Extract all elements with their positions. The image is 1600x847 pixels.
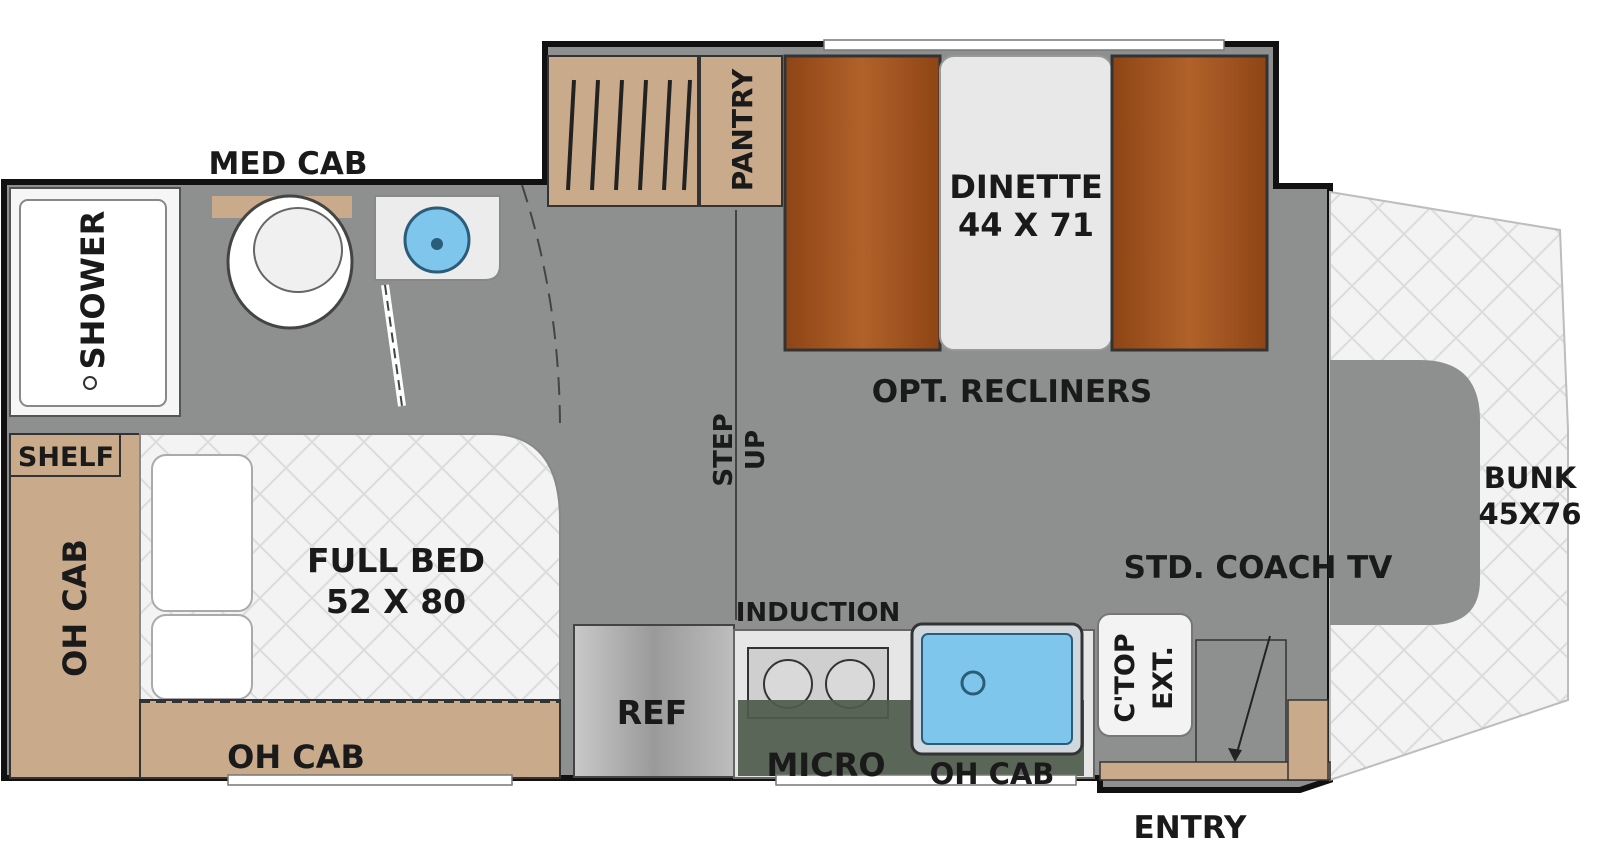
shelf <box>9 433 121 477</box>
bottom-oh-cab <box>139 699 561 779</box>
entry-door-cab <box>1287 699 1329 781</box>
label-micro: MICRO <box>766 746 885 784</box>
bath-door-swing <box>521 184 561 431</box>
label-dinette-size: 44 X 71 <box>958 206 1094 244</box>
kitchen <box>573 613 1331 781</box>
label-bunk-title: BUNK <box>1484 461 1578 495</box>
shower-pan <box>19 199 167 407</box>
label-full-bed-size: 52 X 80 <box>326 582 466 621</box>
label-bunk-size: 45X76 <box>1478 497 1581 531</box>
label-full-bed-title: FULL BED <box>307 541 485 580</box>
label-step: STEP <box>709 413 739 486</box>
bedroom <box>9 433 561 779</box>
label-dinette-title: DINETTE <box>949 168 1102 206</box>
label-pantry: PANTRY <box>726 68 759 191</box>
dinette-seat-right <box>1110 54 1269 352</box>
tv-pointer-line <box>1234 635 1271 761</box>
label-opt-recliners: OPT. RECLINERS <box>872 374 1152 410</box>
windows <box>227 39 1225 786</box>
galley-sink <box>921 633 1073 745</box>
pantry <box>547 55 783 207</box>
label-entry: ENTRY <box>1134 810 1247 846</box>
countertop-extension <box>1097 613 1193 737</box>
toilet <box>226 194 354 330</box>
refrigerator <box>573 624 735 778</box>
label-oh-cab-kitchen: OH CAB <box>930 757 1055 791</box>
pillow-bottom <box>151 614 253 700</box>
label-oh-cab-bottom: OH CAB <box>227 738 365 776</box>
entry-step <box>1099 761 1331 781</box>
label-ref: REF <box>617 693 688 732</box>
left-oh-cab <box>9 433 141 779</box>
label-shower: SHOWER <box>74 211 112 370</box>
dinette <box>783 54 1269 352</box>
label-std-coach-tv: STD. COACH TV <box>1124 550 1393 586</box>
bathroom <box>9 187 501 417</box>
label-med-cab: MED CAB <box>209 146 368 182</box>
label-ext: EXT. <box>1148 646 1179 710</box>
shower-drain <box>83 376 97 390</box>
label-induction: INDUCTION <box>736 598 900 628</box>
label-oh-cab-left: OH CAB <box>56 539 94 677</box>
pillow-top <box>151 454 253 612</box>
label-shelf: SHELF <box>18 442 114 473</box>
label-ctop: C'TOP <box>1110 633 1141 722</box>
dinette-seat-left <box>783 54 942 352</box>
label-up: UP <box>741 430 771 470</box>
